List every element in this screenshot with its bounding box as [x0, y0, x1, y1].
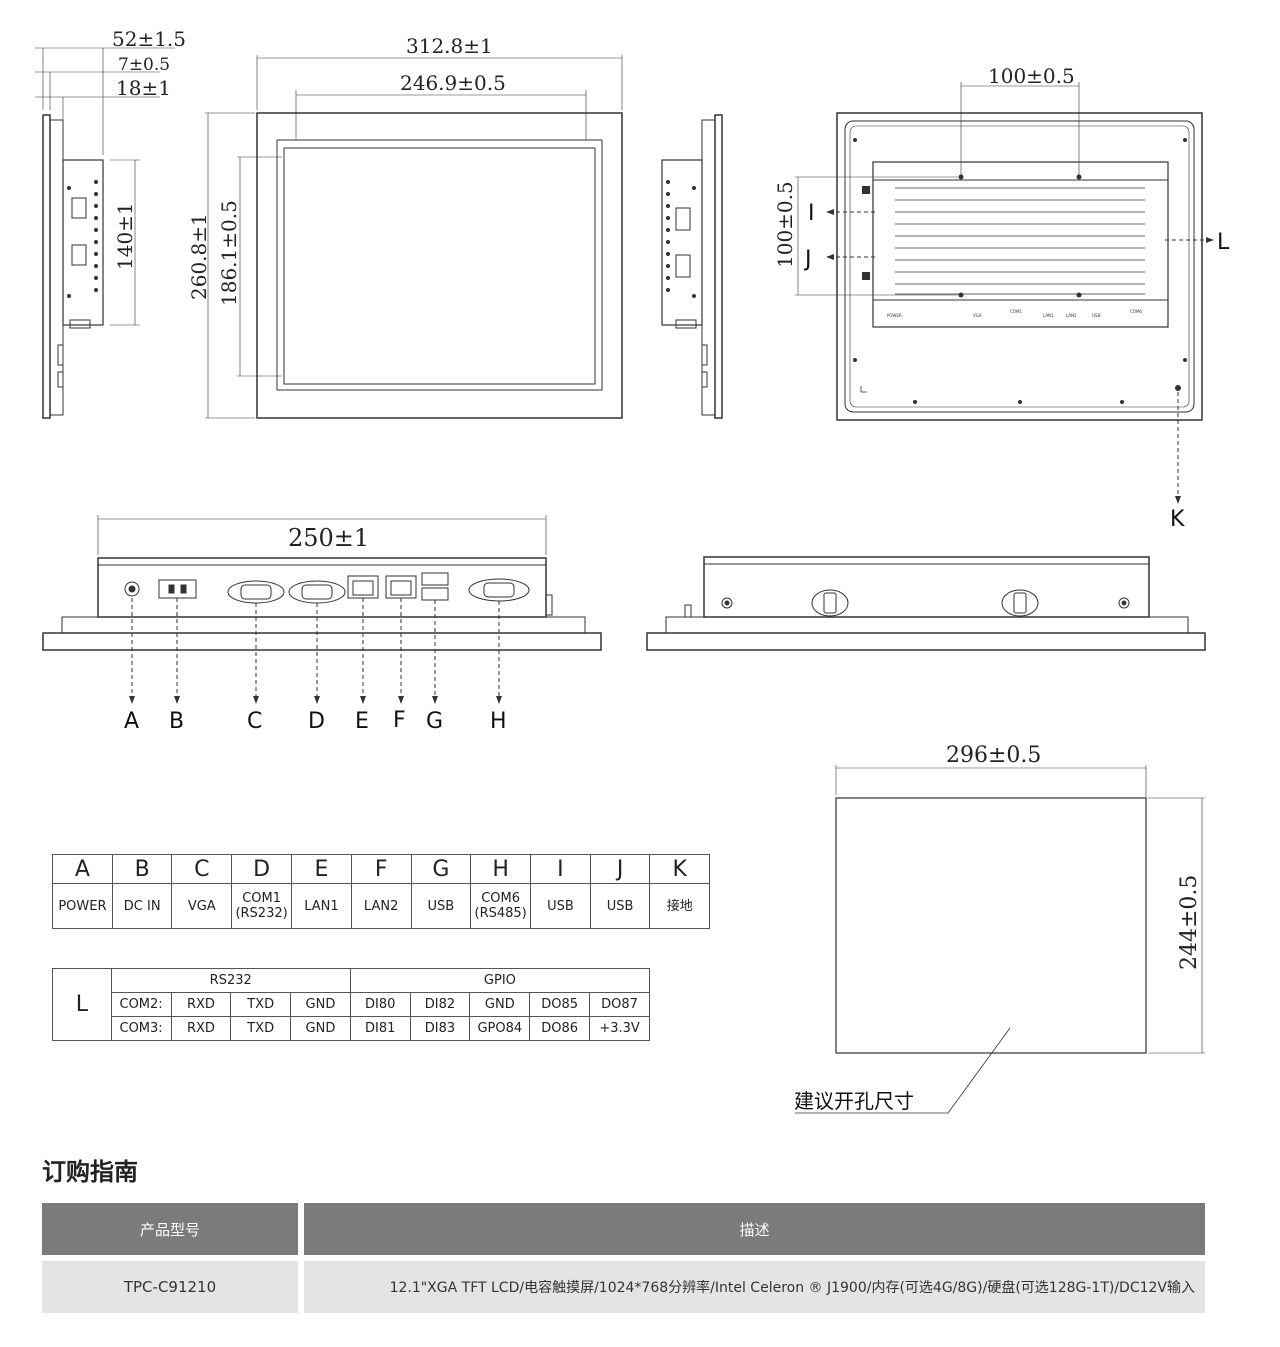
port-name-row: POWER DC IN VGA COM1 (RS232) LAN1 LAN2 U… — [52, 883, 710, 929]
pin-cell: DI83 — [409, 1016, 471, 1041]
callout-g: G — [426, 709, 443, 734]
rear-silk-power: POWER — [887, 313, 902, 318]
ordering-model: TPC-C91210 — [42, 1261, 298, 1313]
dim-front-screen-width: 246.9±0.5 — [400, 71, 506, 95]
port-letter: J — [589, 854, 651, 884]
port-letter: A — [52, 854, 113, 884]
rear-silk-vga: VGA — [973, 313, 982, 318]
port-name: VGA — [171, 883, 233, 929]
pin-cell: GPO84 — [469, 1016, 531, 1041]
callout-b: B — [169, 709, 184, 734]
port-letter: D — [231, 854, 293, 884]
pin-cell: DO87 — [589, 992, 650, 1017]
pin-cell: RXD — [170, 992, 232, 1017]
pin-table: L RS232 GPIO COM2: RXD TXD GND DI80 DI82… — [52, 968, 651, 1041]
rear-view: POWER VGA COM1 LAN1 LAN2 USB COM6 — [795, 82, 1214, 504]
rear-silk-lan1: LAN1 — [1043, 313, 1054, 318]
callout-e: E — [355, 709, 369, 734]
pin-cell: RXD — [170, 1016, 232, 1041]
pin-cell: TXD — [230, 992, 292, 1017]
port-letter: K — [649, 854, 710, 884]
dim-rear-vesa-h: 100±0.5 — [988, 64, 1075, 88]
dim-front-screen-height: 186.1±0.5 — [217, 200, 241, 306]
pin-group-gpio: GPIO — [349, 968, 651, 993]
port-name: USB — [530, 883, 591, 929]
pin-group-rs232: RS232 — [110, 968, 351, 993]
pin-cell: +3.3V — [589, 1016, 650, 1041]
pin-cell: GND — [290, 1016, 351, 1041]
dim-bottom-width: 250±1 — [288, 524, 369, 552]
callout-f: F — [393, 708, 406, 733]
port-name: LAN1 — [291, 883, 352, 929]
callout-k: K — [1170, 507, 1185, 532]
port-name: LAN2 — [350, 883, 412, 929]
pin-cell: DI81 — [349, 1016, 411, 1041]
pin-row-com3: COM3: RXD TXD GND DI81 DI83 GPO84 DO86 +… — [53, 1016, 650, 1041]
dim-cutout-width: 296±0.5 — [946, 743, 1041, 768]
callout-h: H — [490, 709, 507, 734]
rear-silk-usb: USB — [1092, 313, 1100, 318]
rear-silk-com1: COM1 — [1010, 309, 1022, 314]
dim-side-lip: 7±0.5 — [118, 55, 170, 75]
port-name: USB — [410, 883, 472, 929]
port-name: POWER — [52, 883, 113, 929]
dim-side-height: 140±1 — [113, 202, 137, 270]
pin-cell: DI80 — [349, 992, 411, 1017]
port-letter: H — [470, 854, 532, 884]
callout-d: D — [308, 709, 325, 734]
port-letter: F — [350, 854, 412, 884]
port-letter: I — [530, 854, 591, 884]
port-legend-table: A B C D E F G H I J K POWER DC IN VGA CO… — [52, 854, 710, 929]
callout-c: C — [247, 709, 262, 734]
pin-cell: TXD — [230, 1016, 292, 1041]
side-view-right — [661, 114, 723, 419]
pin-cell: COM3: — [110, 1016, 172, 1041]
port-letter: B — [111, 854, 173, 884]
port-name: 接地 — [649, 883, 710, 929]
dim-front-height: 260.8±1 — [187, 213, 211, 300]
cutout-label: 建议开孔尺寸 — [794, 1089, 914, 1113]
port-letter: E — [291, 854, 352, 884]
pin-cell: DO86 — [529, 1016, 591, 1041]
rear-silk-com6: COM6 — [1130, 309, 1142, 314]
callout-j: J — [803, 247, 812, 272]
dim-side-depth: 52±1.5 — [112, 27, 186, 51]
dim-rear-vesa-v: 100±0.5 — [773, 181, 797, 268]
pin-cell: GND — [290, 992, 351, 1017]
pin-row-com2: COM2: RXD TXD GND DI80 DI82 GND DO85 DO8… — [53, 992, 650, 1017]
pin-cell: COM2: — [110, 992, 172, 1017]
ordering-title: 订购指南 — [42, 1158, 138, 1186]
port-letter: G — [410, 854, 472, 884]
pin-cell: GND — [469, 992, 531, 1017]
top-view — [646, 556, 1206, 651]
callout-i: I — [808, 201, 815, 226]
technical-drawing: 52±1.5 7±0.5 18±1 140±1 312.8±1 246.9±0.… — [35, 27, 1230, 1114]
dim-cutout-height: 244±0.5 — [1177, 875, 1202, 970]
port-letter: C — [171, 854, 233, 884]
port-name: USB — [589, 883, 651, 929]
pin-group-row: L RS232 GPIO — [52, 968, 651, 1041]
pin-table-label: L — [52, 968, 112, 1041]
port-name: COM1 (RS232) — [231, 883, 293, 929]
callout-l: L — [1217, 230, 1230, 255]
port-name: COM6 (RS485) — [470, 883, 532, 929]
pin-cell: DO85 — [529, 992, 591, 1017]
port-name: DC IN — [111, 883, 173, 929]
panel-cutout — [795, 765, 1205, 1114]
ordering-header-model: 产品型号 — [42, 1203, 298, 1255]
callout-a: A — [124, 709, 139, 734]
dim-front-width: 312.8±1 — [406, 34, 493, 58]
rear-silk-lan2: LAN2 — [1066, 313, 1077, 318]
bottom-view — [42, 515, 602, 704]
side-view-left — [35, 47, 175, 419]
ordering-description: 12.1"XGA TFT LCD/电容触摸屏/1024*768分辨率/Intel… — [304, 1261, 1205, 1313]
port-letter-row: A B C D E F G H I J K — [52, 854, 710, 884]
dim-side-mid: 18±1 — [116, 76, 171, 100]
ordering-header-description: 描述 — [304, 1203, 1205, 1255]
front-view — [205, 55, 623, 419]
pin-cell: DI82 — [409, 992, 471, 1017]
